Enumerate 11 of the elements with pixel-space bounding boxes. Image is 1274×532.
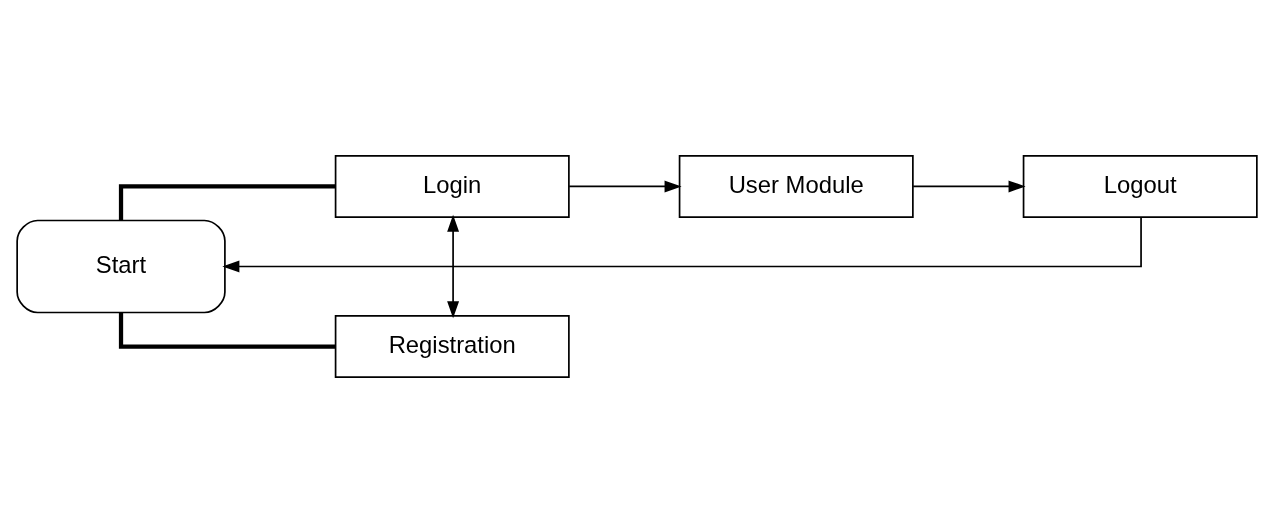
arrow: [912, 180, 1026, 192]
arrow: [568, 180, 682, 192]
connector: [118, 312, 336, 349]
node-box: User Module: [678, 154, 914, 218]
node-box: Logout: [1022, 154, 1258, 218]
connector: [118, 183, 336, 220]
arrow: [447, 214, 460, 318]
node-box: Registration: [334, 314, 570, 378]
node-box: Start: [16, 219, 226, 313]
arrow: [222, 215, 1142, 272]
node-box: Login: [334, 154, 570, 218]
